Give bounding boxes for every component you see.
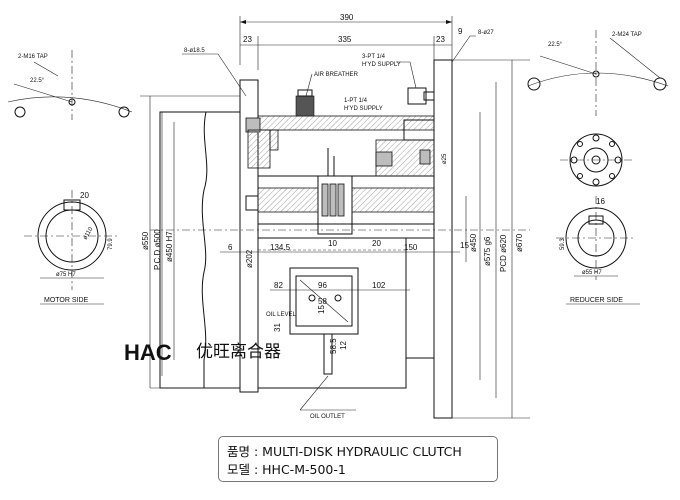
dim-d550: ø550	[141, 231, 150, 250]
motor-bore-h-label: 79.9	[108, 238, 114, 250]
bolt-right-label: 8-ø27	[478, 30, 494, 36]
dim-202: ø202	[245, 249, 254, 268]
left-vertical-dimensions: ø550 P.C.D ø500 ø450 H7	[140, 95, 240, 389]
dim-58: 58	[318, 297, 327, 306]
port1b-label: H'YD SUPPLY	[344, 106, 383, 112]
bolt-left-label: 8-ø18.5	[184, 48, 205, 54]
dim-overall: 390	[340, 13, 354, 22]
model-line: 모델 : HHC-M-500-1	[227, 462, 346, 477]
reducer-h-label: 59.3	[560, 238, 566, 250]
dim-20c: 20	[372, 239, 381, 248]
dim-134: 134.5	[270, 243, 291, 252]
dim-gap-right: 9	[458, 27, 463, 36]
horizontal-dimensions: 6 134.5 10 20 150 15 ø202 82 96 102 58 1…	[220, 153, 469, 354]
dim-96: 96	[318, 281, 327, 290]
motor-fit-label: ø75 H7	[56, 272, 76, 278]
dim-d575: ø575 g6	[483, 236, 492, 266]
dim-right-flange: 23	[436, 35, 445, 44]
dim-58-5: 58.5	[329, 338, 338, 354]
top-dimensions: 390 23 335 23 9 8-ø27 8-ø18.5	[182, 13, 494, 97]
dim-span: 335	[338, 35, 352, 44]
title-block: 품명 : MULTI-DISK HYDRAULIC CLUTCH 모델 : HH…	[218, 436, 498, 482]
company-logo: HAC 优旺离合器	[124, 340, 281, 365]
reducer-fit-label: ø55 H7	[582, 270, 602, 276]
dim-25: ø25	[442, 153, 448, 164]
product-name-line: 품명 : MULTI-DISK HYDRAULIC CLUTCH	[227, 444, 462, 459]
motor-bore-label: ø110	[83, 226, 95, 241]
dim-102: 102	[372, 281, 386, 290]
angle-right-label: 22.5°	[548, 42, 563, 48]
clutch-body	[245, 59, 453, 419]
reducer-side-label: REDUCER SIDE	[570, 297, 623, 304]
tap-right-label: 2-M24 TAP	[612, 32, 642, 38]
port3b-label: H'YD SUPPLY	[362, 62, 401, 68]
port3-label: 3-PT 1/4	[362, 54, 386, 60]
dim-10: 10	[328, 239, 337, 248]
dim-pcd-left: P.C.D ø500	[153, 229, 162, 270]
dim-d670: ø670	[515, 233, 524, 252]
dim-150: 150	[404, 243, 418, 252]
port1-label: 1-PT 1/4	[344, 98, 368, 104]
tap-left-label: 2-M16 TAP	[18, 54, 48, 60]
motor-side-label: MOTOR SIDE	[44, 297, 89, 304]
angle-left-label: 22.5°	[30, 78, 45, 84]
dim-15: 15	[460, 241, 469, 250]
dim-d450r: ø450	[469, 233, 478, 252]
motor-side-view: 2-M16 TAP 22.5° 20 ø110 79.9 ø75 H7 MOTO…	[7, 50, 133, 305]
dim-6: 6	[228, 243, 233, 252]
dim-31: 31	[273, 323, 282, 332]
dim-12: 12	[339, 341, 348, 350]
reducer-key-label: 16	[596, 197, 605, 206]
dim-15b: 15	[317, 305, 326, 314]
motor-key-label: 20	[80, 191, 89, 200]
air-breather-label: AIR BREATHER	[314, 72, 359, 78]
dim-82: 82	[274, 281, 283, 290]
body-labels: AIR BREATHER 3-PT 1/4 H'YD SUPPLY 1-PT 1…	[266, 54, 417, 420]
oil-outlet-label: OIL OUTLET	[310, 414, 345, 420]
dim-d620: PCD ø620	[499, 234, 508, 272]
logo-mark: HAC	[124, 340, 172, 365]
dim-left-flange: 23	[243, 35, 252, 44]
oil-level-label: OIL LEVEL	[266, 312, 296, 318]
logo-text: 优旺离合器	[196, 342, 281, 362]
right-vertical-dimensions: ø450 ø575 g6 PCD ø620 ø670	[452, 59, 530, 419]
reducer-side-view: 2-M24 TAP 22.5° 16 59.3 ø55 H7 REDUCER S…	[527, 30, 669, 305]
dim-d450: ø450 H7	[165, 231, 174, 262]
